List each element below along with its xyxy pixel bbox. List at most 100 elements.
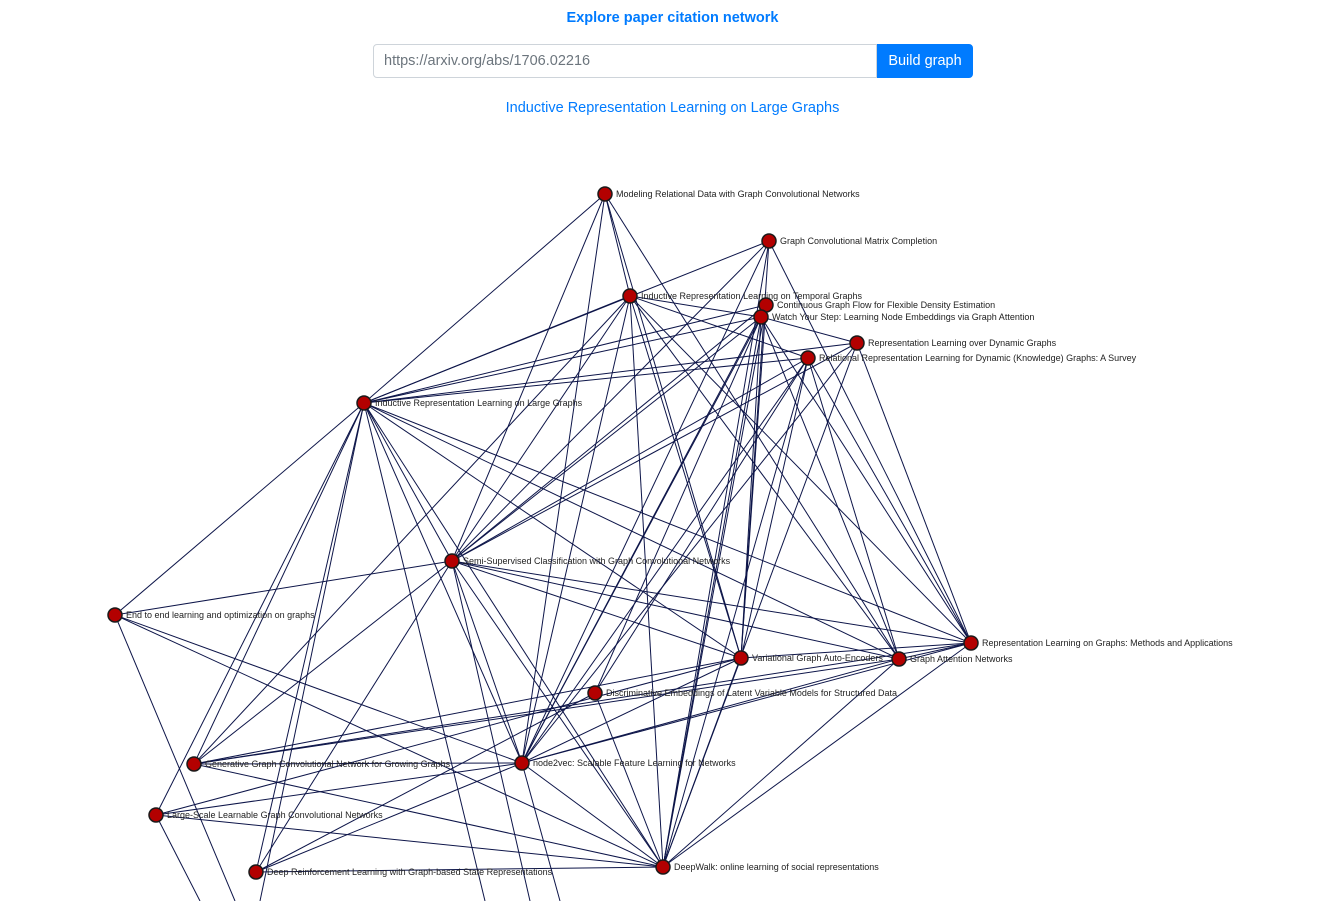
graph-node-label: DeepWalk: online learning of social repr…: [674, 862, 879, 872]
graph-edge: [521, 657, 742, 764]
graph-edge: [740, 304, 767, 659]
graph-edge: [155, 402, 365, 816]
graph-node-circle[interactable]: [148, 807, 164, 823]
graph-node[interactable]: Watch Your Step: Learning Node Embedding…: [753, 309, 1034, 325]
graph-edge: [451, 560, 972, 644]
graph-edge: [193, 642, 972, 765]
graph-node-circle[interactable]: [761, 233, 777, 249]
search-form: Build graph: [373, 44, 973, 78]
graph-node[interactable]: Large-Scale Learnable Graph Convolutiona…: [148, 807, 383, 823]
graph-edge: [451, 304, 767, 562]
graph-node-circle[interactable]: [891, 651, 907, 667]
graph-node-circle[interactable]: [186, 756, 202, 772]
graph-edge: [740, 642, 972, 659]
graph-edge: [255, 560, 453, 873]
graph-edge: [114, 560, 453, 616]
page-title: Explore paper citation network: [566, 10, 779, 26]
graph-edge: [363, 402, 486, 901]
graph-node-circle[interactable]: [597, 186, 613, 202]
graph-node-circle[interactable]: [248, 864, 264, 880]
graph-node-circle[interactable]: [107, 607, 123, 623]
graph-node-circle[interactable]: [753, 309, 769, 325]
graph-edge: [451, 560, 900, 660]
graph-edge: [363, 357, 809, 404]
graph-edge: [629, 295, 664, 868]
graph-edge: [521, 295, 631, 764]
graph-edge: [363, 304, 767, 404]
graph-edge: [363, 402, 523, 764]
graph-node[interactable]: DeepWalk: online learning of social repr…: [655, 859, 879, 875]
graph-node-label: Generative Graph Convolutional Network f…: [205, 759, 451, 769]
graph-edge: [629, 295, 762, 318]
graph-edge: [521, 762, 561, 901]
graph-node-label: Semi-Supervised Classification with Grap…: [463, 556, 731, 566]
graph-edge: [259, 402, 365, 901]
graph-edge: [662, 642, 972, 868]
graph-node-label: Variational Graph Auto-Encoders: [752, 653, 883, 663]
graph-edge: [363, 342, 858, 404]
graph-node[interactable]: Graph Convolutional Matrix Completion: [761, 233, 937, 249]
graph-edge: [629, 295, 742, 659]
graph-edge: [521, 658, 900, 764]
graph-node[interactable]: node2vec: Scalable Feature Learning for …: [514, 755, 736, 771]
paper-url-input[interactable]: [373, 44, 877, 78]
graph-node[interactable]: Continuous Graph Flow for Flexible Densi…: [758, 297, 995, 313]
graph-edge: [807, 357, 900, 660]
graph-edge: [856, 342, 972, 644]
graph-edge: [451, 560, 523, 764]
graph-node-circle[interactable]: [963, 635, 979, 651]
graph-node-circle[interactable]: [514, 755, 530, 771]
graph-edge: [629, 295, 972, 644]
graph-node-circle[interactable]: [444, 553, 460, 569]
graph-node[interactable]: Representation Learning over Dynamic Gra…: [849, 335, 1057, 351]
graph-edge: [760, 316, 900, 660]
graph-edge: [155, 814, 664, 868]
graph-edge: [193, 763, 664, 868]
graph-node[interactable]: Deep Reinforcement Learning with Graph-b…: [248, 864, 553, 880]
graph-edge: [255, 866, 664, 873]
graph-edge: [451, 240, 770, 562]
graph-node-circle[interactable]: [800, 350, 816, 366]
graph-edge: [662, 240, 770, 868]
graph-edge: [898, 642, 972, 660]
graph-node[interactable]: Variational Graph Auto-Encoders: [733, 650, 883, 666]
graph-node-circle[interactable]: [587, 685, 603, 701]
graph-node[interactable]: Graph Attention Networks: [891, 651, 1013, 667]
graph-edge: [363, 402, 742, 659]
current-paper-link[interactable]: Inductive Representation Learning on Lar…: [505, 100, 840, 116]
graph-node-circle[interactable]: [622, 288, 638, 304]
graph-node[interactable]: Representation Learning on Graphs: Metho…: [963, 635, 1233, 651]
graph-node[interactable]: Inductive Representation Learning on Lar…: [356, 395, 583, 411]
graph-node-circle[interactable]: [733, 650, 749, 666]
graph-node-label: Deep Reinforcement Learning with Graph-b…: [267, 867, 553, 877]
graph-edge: [155, 762, 523, 816]
graph-nodes: Modeling Relational Data with Graph Conv…: [107, 186, 1233, 880]
graph-edge: [193, 402, 365, 765]
graph-node[interactable]: Semi-Supervised Classification with Grap…: [444, 553, 731, 569]
graph-edge: [521, 316, 762, 764]
graph-node-circle[interactable]: [849, 335, 865, 351]
graph-edge: [662, 658, 900, 868]
graph-edge: [521, 762, 664, 868]
build-graph-button[interactable]: Build graph: [877, 44, 973, 78]
graph-node[interactable]: Generative Graph Convolutional Network f…: [186, 756, 451, 772]
graph-node[interactable]: Relational Representation Learning for D…: [800, 350, 1137, 366]
graph-node[interactable]: Discriminative Embeddings of Latent Vari…: [587, 685, 897, 701]
graph-node[interactable]: Modeling Relational Data with Graph Conv…: [597, 186, 860, 202]
graph-edge: [521, 357, 809, 764]
graph-edge: [363, 402, 664, 868]
graph-edge: [193, 658, 900, 765]
graph-node[interactable]: Inductive Representation Learning on Tem…: [622, 288, 862, 304]
graph-edge: [155, 814, 201, 901]
graph-edge: [255, 692, 596, 873]
graph-node-circle[interactable]: [356, 395, 372, 411]
graph-node[interactable]: End to end learning and optimization on …: [107, 607, 315, 623]
graph-edge: [594, 692, 664, 868]
graph-node-label: Graph Convolutional Matrix Completion: [780, 236, 937, 246]
graph-node-circle[interactable]: [655, 859, 671, 875]
graph-edge: [662, 357, 809, 868]
graph-node-label: Representation Learning on Graphs: Metho…: [982, 638, 1233, 648]
graph-edge: [255, 762, 523, 873]
